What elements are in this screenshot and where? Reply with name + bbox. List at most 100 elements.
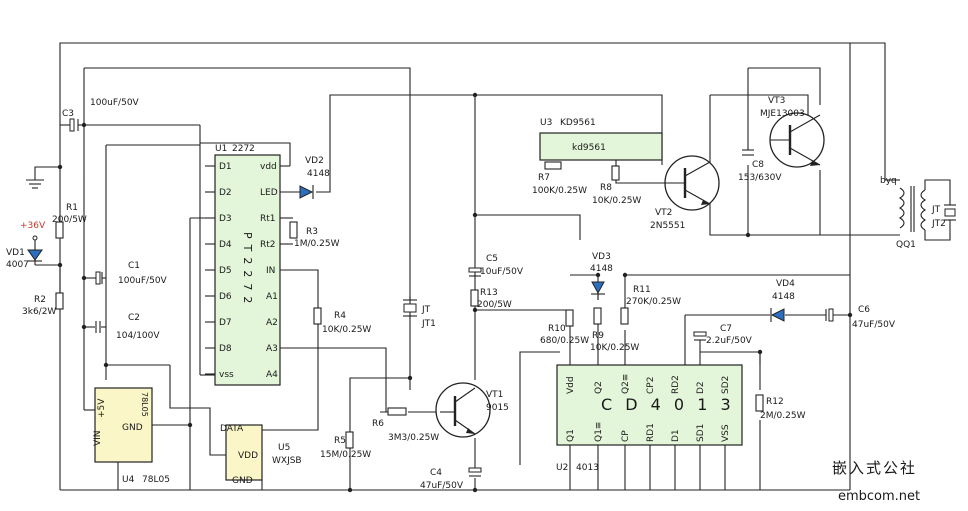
r4-value: 10K/0.25W bbox=[322, 325, 371, 335]
u4-plus5v: +5V bbox=[97, 398, 107, 418]
regulator-u4: +5V VIN GND 78L05 U4 78L05 bbox=[93, 387, 170, 485]
r7-value: 100K/0.25W bbox=[532, 186, 587, 196]
c2-value: 104/100V bbox=[116, 331, 160, 341]
jt2-value: JT2 bbox=[931, 219, 946, 229]
u5-gnd: GND bbox=[232, 476, 253, 486]
capacitor-c3: C3 100uF/50V bbox=[62, 98, 140, 132]
u1-pin-right-label: A1 bbox=[266, 292, 278, 302]
resistor-r8: R8 10K/0.25W bbox=[592, 165, 641, 206]
vd4-value: 4148 bbox=[772, 292, 795, 302]
r4-name: R4 bbox=[334, 311, 346, 321]
resistor-r11: R11 270K/0.25W bbox=[620, 275, 681, 325]
u2-pin-bottom-label: RD1 bbox=[646, 423, 656, 442]
u2-pin-top-label: CP2 bbox=[646, 377, 656, 394]
u5-vdd: VDD bbox=[238, 451, 258, 461]
u1-pin-right-label: vdd bbox=[260, 162, 277, 172]
r8-value: 10K/0.25W bbox=[592, 196, 641, 206]
resistor-r6: R6 3M3/0.25W bbox=[372, 407, 439, 443]
r7-name: R7 bbox=[538, 173, 550, 183]
c7-value: 2.2uF/50V bbox=[706, 336, 753, 346]
u1-pin-right-label: IN bbox=[266, 266, 275, 276]
u2-pin-bottom-label: CP bbox=[621, 430, 631, 442]
transistor-vt3: VT3 MJE13003 bbox=[760, 96, 825, 168]
watermark: 嵌入式公社 embcom.net bbox=[832, 459, 920, 504]
r9-value: 10K/0.25W bbox=[590, 343, 639, 353]
r2-value: 3k6/2W bbox=[22, 307, 56, 317]
vd3-value: 4148 bbox=[590, 264, 613, 274]
u2-pin-top-label: SD2 bbox=[721, 376, 731, 394]
r12-name: R12 bbox=[766, 397, 784, 407]
c6-name: C6 bbox=[858, 305, 870, 315]
u1-pin-right-label: A2 bbox=[266, 318, 278, 328]
u4-gnd: GND bbox=[122, 423, 143, 433]
vd1-value: 4007 bbox=[6, 260, 29, 270]
capacitor-c6: C6 47uF/50V bbox=[825, 305, 896, 330]
r13-name: R13 bbox=[480, 288, 498, 298]
r8-name: R8 bbox=[600, 183, 612, 193]
crystal-jt2: JT JT2 bbox=[931, 204, 956, 229]
u1-pin-left-label: D2 bbox=[219, 188, 232, 198]
u2-value: 4013 bbox=[576, 463, 599, 473]
c7-name: C7 bbox=[720, 324, 732, 334]
u1-pin-left-label: D7 bbox=[219, 318, 232, 328]
r1-name: R1 bbox=[66, 203, 78, 213]
r3-name: R3 bbox=[306, 227, 318, 237]
resistor-r12: R12 2M/0.25W bbox=[755, 394, 806, 421]
capacitor-c2: C2 104/100V bbox=[95, 313, 160, 341]
jt1-value: JT1 bbox=[421, 319, 436, 329]
c5-value: 10uF/50V bbox=[480, 267, 524, 277]
u4-part: 78L05 bbox=[140, 392, 149, 417]
vt1-value: 9015 bbox=[486, 403, 509, 413]
u2-pin-bottom-label: Q1≡ bbox=[594, 422, 604, 442]
r1-value: 200/5W bbox=[52, 215, 87, 225]
u1-pin-right-label: A4 bbox=[266, 370, 278, 380]
vd3-name: VD3 bbox=[592, 252, 611, 262]
c3-name: C3 bbox=[62, 109, 74, 119]
capacitor-c4: C4 47uF/50V bbox=[420, 467, 482, 491]
u1-pins: D1D2D3D4D5D6D7D8vssvddLEDRt1Rt2INA1A2A3A… bbox=[205, 162, 278, 380]
watermark-url: embcom.net bbox=[838, 489, 920, 504]
resistor-r7: R7 100K/0.25W bbox=[532, 161, 587, 196]
receiver-u5: DATA VDD GND U5 WXJSB bbox=[220, 424, 302, 486]
capacitor-c1: C1 100uF/50V bbox=[95, 261, 168, 286]
resistor-r2: R2 3k6/2W bbox=[22, 265, 64, 317]
vd2-value: 4148 bbox=[307, 169, 330, 179]
v36-label: +36V bbox=[20, 221, 46, 231]
qq1-label: QQ1 bbox=[896, 240, 916, 250]
r5-name: R5 bbox=[334, 436, 346, 446]
c5-name: C5 bbox=[486, 254, 498, 264]
resistor-r9: R9 10K/0.25W bbox=[590, 307, 639, 353]
transistor-vt1: VT1 9015 bbox=[435, 382, 509, 438]
r10-name: R10 bbox=[548, 324, 566, 334]
capacitor-c7: C7 2.2uF/50V bbox=[693, 324, 753, 346]
u5-value: WXJSB bbox=[272, 456, 302, 466]
u2-pin-bottom-label: D1 bbox=[671, 429, 681, 442]
c8-name: C8 bbox=[752, 160, 764, 170]
u5-name: U5 bbox=[278, 443, 290, 453]
decoder-u1: U1 2272 D1D2D3D4D5D6D7D8vssvddLEDRt1Rt2I… bbox=[205, 144, 281, 386]
u1-name: U1 bbox=[215, 144, 227, 154]
u1-value: 2272 bbox=[232, 144, 255, 154]
resistor-r1: R1 200/5W bbox=[52, 203, 87, 239]
vd4-name: VD4 bbox=[776, 279, 795, 289]
c1-value: 100uF/50V bbox=[118, 276, 168, 286]
r13-value: 200/5W bbox=[477, 300, 512, 310]
u2-pin-top-label: Q2≡ bbox=[621, 374, 631, 394]
junction-dots bbox=[57, 92, 853, 493]
r3-value: 1M/0.25W bbox=[294, 239, 340, 249]
transistor-vt2: VT2 2N5551 bbox=[650, 155, 720, 231]
u2-pin-top-label: Vdd bbox=[566, 376, 576, 394]
u1-pin-left-label: D5 bbox=[219, 266, 232, 276]
u1-vertical-label: PT2272 bbox=[241, 232, 254, 309]
vt3-value: MJE13003 bbox=[760, 109, 805, 119]
diode-vd2: VD2 4148 bbox=[299, 156, 330, 199]
watermark-cn: 嵌入式公社 bbox=[832, 459, 917, 477]
u2-pin-top-label: Q2 bbox=[594, 381, 604, 394]
vt2-value: 2N5551 bbox=[650, 221, 685, 231]
u2-pin-bottom-label: VSS bbox=[721, 424, 731, 442]
c6-value: 47uF/50V bbox=[852, 320, 896, 330]
u4-name: U4 bbox=[122, 475, 135, 485]
u3-chip-label: kd9561 bbox=[572, 143, 606, 153]
crystal-jt1: JT JT1 bbox=[403, 299, 436, 329]
resistor-r10: R10 680/0.25W bbox=[540, 309, 589, 346]
